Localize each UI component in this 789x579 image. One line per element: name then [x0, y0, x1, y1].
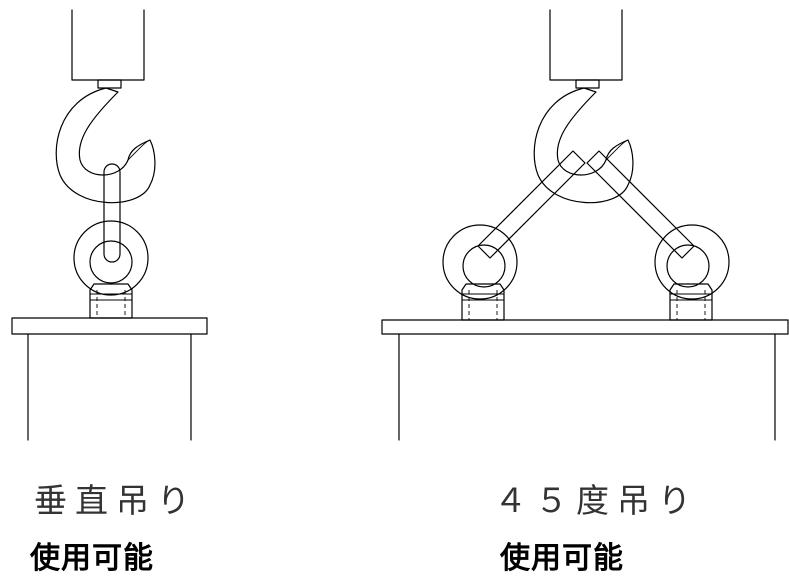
status-vertical-lift: 使用可能 — [30, 541, 154, 576]
eye-bolt-right-a — [442, 224, 518, 321]
caption-vertical-lift: 垂直吊り — [34, 481, 198, 520]
eye-bolt-left — [73, 220, 149, 319]
sling-link-angled-right — [586, 150, 695, 259]
crane-block-right — [549, 9, 623, 89]
load-left — [11, 317, 208, 441]
caption-45-degree-lift: ４５度吊り — [494, 481, 699, 520]
angle-lift-illustration — [381, 9, 789, 441]
vertical-lift-illustration — [11, 9, 208, 441]
eye-bolt-right-b — [654, 224, 730, 321]
sling-link-angled-left — [477, 150, 586, 259]
crane-hook-left — [55, 87, 156, 204]
crane-hook-right — [533, 87, 634, 204]
sling-link-left — [103, 163, 121, 263]
load-right — [381, 319, 789, 441]
crane-block-left — [71, 9, 145, 89]
status-45-degree-lift: 使用可能 — [500, 541, 624, 576]
